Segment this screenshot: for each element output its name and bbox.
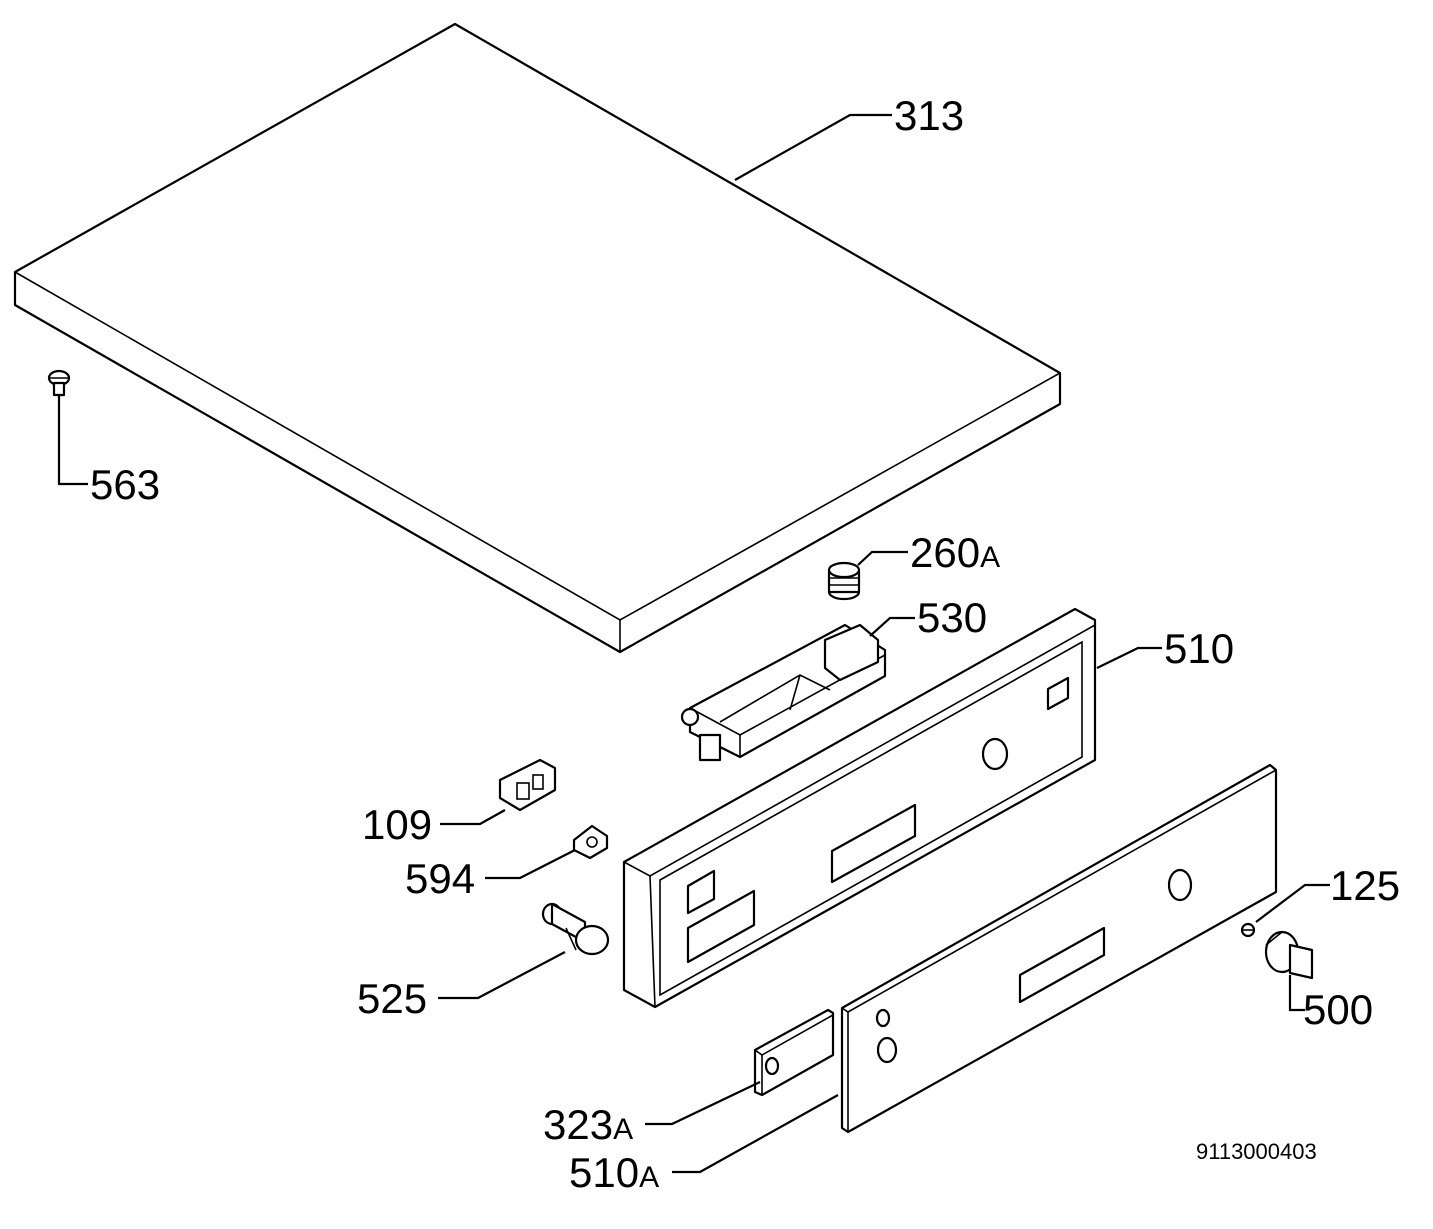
label-510: 510 (1164, 625, 1234, 672)
part-323a-plate (753, 1008, 835, 1097)
part-525-button (541, 902, 610, 956)
label-510a-number: 510 (569, 1149, 639, 1196)
label-260a-suffix: A (980, 541, 1000, 574)
label-510a: 510A (569, 1149, 659, 1196)
label-530: 530 (917, 594, 987, 641)
drawing-code: 9113000403 (1196, 1139, 1317, 1164)
label-260a-number: 260 (910, 529, 980, 576)
part-125-screw (1240, 922, 1256, 938)
label-500: 500 (1303, 986, 1373, 1033)
label-323a-number: 323 (543, 1101, 613, 1148)
label-313: 313 (894, 92, 964, 139)
part-510-panel-frame (622, 607, 1097, 1009)
part-530-door-lock (680, 623, 887, 762)
label-125: 125 (1330, 862, 1400, 909)
label-510a-suffix: A (639, 1161, 659, 1194)
part-313-top-cover (13, 22, 1062, 654)
part-labels: 313 563 260A 530 510 109 594 525 125 500… (90, 92, 1400, 1196)
leader-lines (57, 113, 1330, 1174)
label-323a: 323A (543, 1101, 633, 1148)
part-563-screw (47, 369, 71, 397)
part-260a-bush (827, 561, 861, 601)
label-323a-suffix: A (613, 1113, 633, 1146)
label-563: 563 (90, 461, 160, 508)
label-260a: 260A (910, 529, 1000, 576)
part-109-clip (498, 758, 557, 812)
label-525: 525 (357, 975, 427, 1022)
part-500-knob (1264, 930, 1314, 980)
label-109: 109 (362, 801, 432, 848)
part-594-nut (572, 824, 609, 860)
part-510a-facia (840, 763, 1278, 1134)
label-594: 594 (405, 855, 475, 902)
